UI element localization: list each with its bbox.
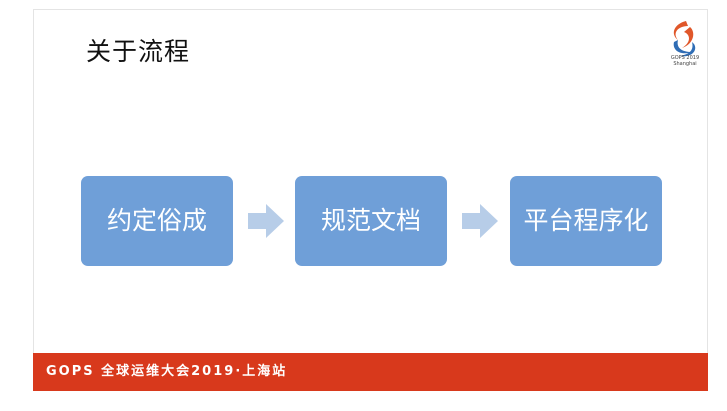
step-box-2: 规范文档 xyxy=(295,176,447,266)
logo-caption: GOPS 2019 Shanghai xyxy=(667,55,703,67)
logo-caption-line2: Shanghai xyxy=(673,61,697,67)
right-arrow-icon xyxy=(462,204,498,238)
slide: 关于流程 GOPS 2019 Shanghai 约定俗成 规范文档 平台程序化 xyxy=(33,9,708,390)
step-box-3: 平台程序化 xyxy=(510,176,662,266)
right-arrow-icon xyxy=(248,204,284,238)
footer-bar: GOPS 全球运维大会2019·上海站 xyxy=(33,353,708,391)
logo-caption-line1: GOPS 2019 xyxy=(670,55,700,61)
step-label-2: 规范文档 xyxy=(320,206,421,235)
step-label-3: 平台程序化 xyxy=(523,206,649,235)
footer-text: GOPS 全球运维大会2019·上海站 xyxy=(46,364,288,379)
slide-title: 关于流程 xyxy=(86,37,191,66)
step-label-1: 约定俗成 xyxy=(106,206,207,235)
gops-logo-icon xyxy=(673,21,696,57)
step-box-1: 约定俗成 xyxy=(81,176,233,266)
